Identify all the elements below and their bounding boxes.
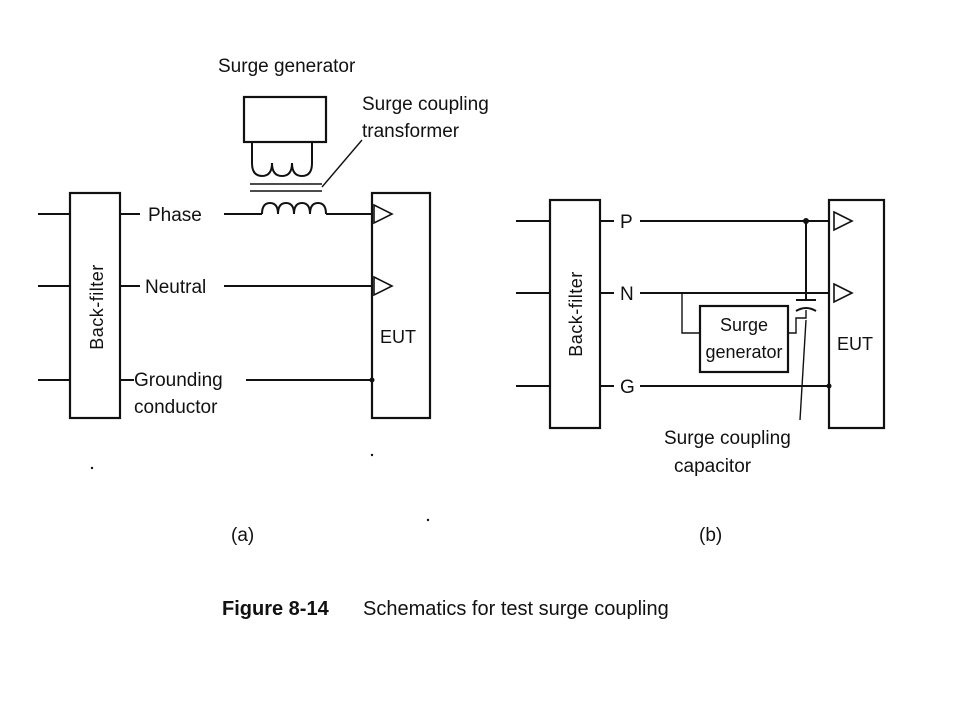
b-surge-generator-box bbox=[698, 304, 790, 374]
b-back-filter-label: Back-filter bbox=[566, 271, 586, 357]
a-scan-speck-1 bbox=[90, 466, 94, 470]
b-capacitor-plate-bottom bbox=[795, 307, 817, 312]
b-p-label: P bbox=[620, 212, 633, 233]
b-coupling-capacitor-label-2: capacitor bbox=[674, 456, 752, 477]
a-primary-coil bbox=[251, 142, 313, 178]
b-surge-generator-label-2: generator bbox=[705, 342, 782, 362]
a-surge-generator-box bbox=[242, 95, 328, 144]
b-p-node bbox=[803, 218, 809, 224]
b-n-arrow bbox=[833, 282, 854, 304]
a-grounding-label-1: Grounding bbox=[134, 370, 223, 391]
a-neutral-arrow bbox=[373, 275, 394, 297]
b-generator-feed bbox=[681, 293, 700, 334]
b-sub-label: (b) bbox=[699, 525, 722, 546]
b-eut-box bbox=[827, 198, 886, 430]
figure-caption: Figure 8-14 Schematics for test surge co… bbox=[222, 598, 669, 620]
a-scan-speck-2 bbox=[370, 453, 374, 457]
b-capacitor-leader bbox=[799, 319, 807, 421]
a-coupling-transformer-label-2: transformer bbox=[362, 121, 460, 142]
b-back-filter-box bbox=[548, 198, 602, 430]
a-secondary-coil bbox=[261, 201, 327, 215]
b-n-label: N bbox=[620, 284, 634, 305]
b-scan-speck bbox=[426, 518, 430, 522]
a-coupling-transformer-label-1: Surge coupling bbox=[362, 94, 489, 115]
a-back-filter-box bbox=[68, 191, 122, 420]
a-sub-label: (a) bbox=[231, 525, 254, 546]
a-eut-box bbox=[370, 191, 432, 420]
caption-number: Figure 8-14 bbox=[222, 598, 330, 620]
a-back-filter-label: Back-filter bbox=[87, 264, 107, 350]
b-capacitor-lead-bottom bbox=[788, 310, 807, 334]
a-grounding-label-2: conductor bbox=[134, 397, 218, 418]
a-eut-label: EUT bbox=[380, 327, 416, 347]
b-eut-label: EUT bbox=[837, 334, 873, 354]
a-ground-node bbox=[369, 377, 375, 383]
panel-b: Back-filter P N G Surge generator EUT bbox=[426, 198, 886, 546]
a-transformer-leader bbox=[321, 139, 363, 188]
b-g-node bbox=[826, 383, 832, 389]
panel-a: Surge generator Surge coupling transform… bbox=[38, 56, 489, 546]
a-surge-generator-label: Surge generator bbox=[218, 56, 356, 77]
b-p-arrow bbox=[833, 210, 854, 232]
a-phase-label: Phase bbox=[148, 205, 202, 226]
a-phase-arrow bbox=[373, 203, 394, 225]
a-neutral-label: Neutral bbox=[145, 277, 206, 298]
b-surge-generator-label-1: Surge bbox=[720, 315, 768, 335]
caption-text: Schematics for test surge coupling bbox=[363, 598, 669, 620]
b-g-label: G bbox=[620, 377, 635, 398]
b-coupling-capacitor-label-1: Surge coupling bbox=[664, 428, 791, 449]
